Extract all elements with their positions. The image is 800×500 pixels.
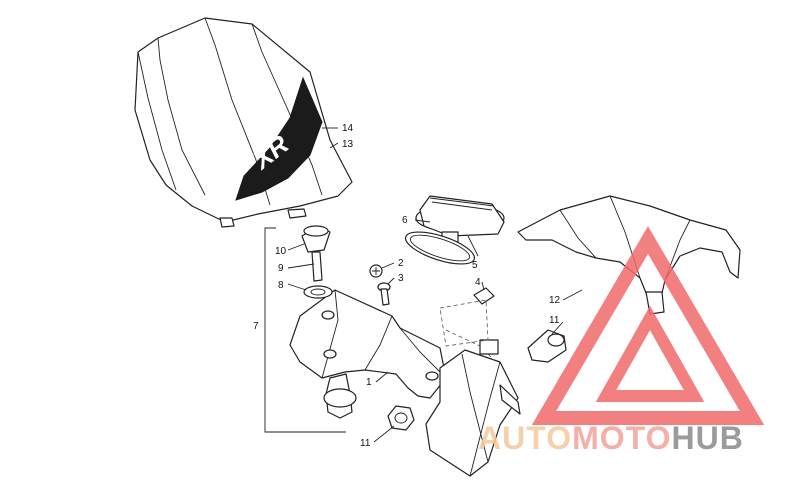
screw-2: [369, 264, 383, 278]
headlight-housing: [289, 289, 447, 399]
switch-shaft: [311, 251, 323, 282]
leader-lines: [287, 127, 583, 443]
screw-3: [377, 282, 391, 306]
socket: [439, 287, 495, 347]
watermark-moto: MOTO: [572, 420, 671, 456]
callout-11-upper: 11: [549, 315, 560, 326]
switch-cap: [301, 225, 331, 253]
callout-10: 10: [275, 246, 287, 257]
gasket: [404, 231, 476, 265]
callout-9: 9: [278, 263, 284, 274]
watermark-hub: HUB: [671, 420, 743, 456]
callout-12: 12: [549, 295, 561, 306]
windshield: [134, 17, 353, 228]
decal: XR: [235, 76, 323, 201]
callout-13: 13: [342, 139, 354, 150]
watermark-triangle: [531, 226, 765, 425]
callout-5: 5: [472, 260, 478, 271]
callout-1: 1: [366, 377, 372, 388]
washer: [303, 285, 333, 299]
svg-text:AUTOMOTOHUB: AUTOMOTOHUB: [478, 420, 744, 456]
watermark: AUTOMOTOHUB: [478, 226, 765, 456]
bulb-socket: [527, 329, 567, 363]
callout-14: 14: [342, 123, 354, 134]
callout-6: 6: [402, 215, 408, 226]
callout-7: 7: [253, 321, 259, 332]
callout-4: 4: [475, 277, 481, 288]
instrument-gauge: [415, 195, 505, 245]
callout-2: 2: [398, 258, 404, 269]
callout-8: 8: [278, 280, 284, 291]
watermark-auto: AUTO: [478, 420, 572, 456]
callout-3: 3: [398, 273, 404, 284]
switch-knob: [323, 373, 357, 419]
nut: [387, 405, 415, 431]
light-module: [425, 329, 521, 477]
group-bracket-7: [264, 227, 346, 433]
callout-11-lower: 11: [360, 438, 371, 449]
